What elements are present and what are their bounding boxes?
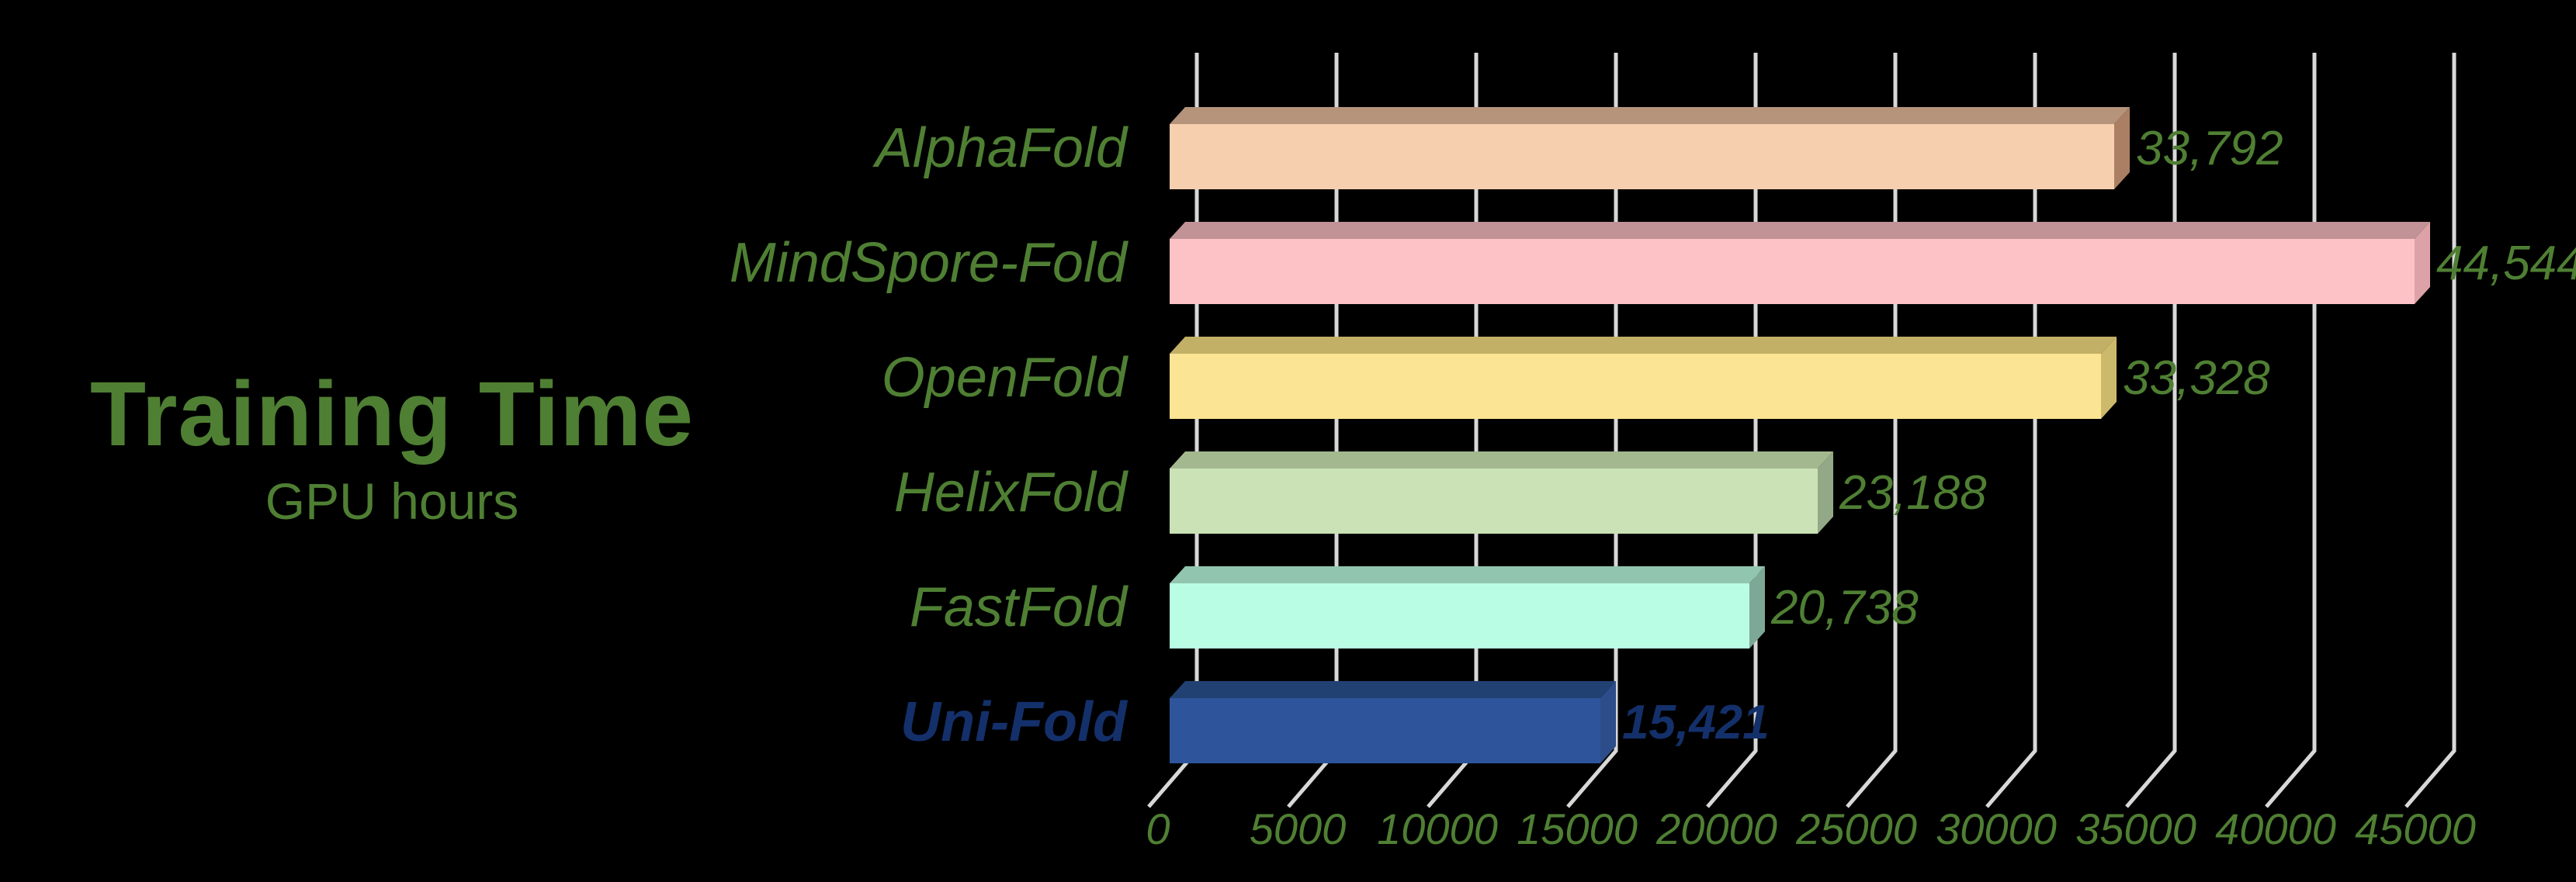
bar-side-face [2415,222,2430,304]
bar-front-face [1170,124,2114,189]
value-label: 33,328 [2123,351,2270,405]
value-label: 33,792 [2136,121,2283,175]
bar-side-face [1818,451,1833,534]
category-label: MindSpore-Fold [729,232,1127,294]
bar-side-face [1600,681,1616,763]
bar-side-face [2114,107,2130,189]
x-axis-tick-label: 5000 [1249,804,1347,853]
chart-subtitle: GPU hours [265,472,519,531]
bar-top-face [1170,566,1765,583]
title-block: Training Time GPU hours [31,363,753,530]
bar-top-face [1170,107,2130,124]
value-label: 44,544 [2436,236,2576,290]
x-axis-tick-label: 25000 [1796,804,1917,853]
bar-top-face [1170,337,2117,354]
category-label: FastFold [909,576,1127,638]
x-axis-tick-label: 35000 [2075,804,2196,853]
bar-front-face [1170,354,2101,419]
x-axis-tick-label: 30000 [1936,804,2057,853]
chart-title: Training Time [90,363,694,465]
category-label: Uni-Fold [900,691,1127,753]
bar-side-face [1749,566,1765,649]
x-axis-tick-label: 40000 [2215,804,2336,853]
bar-front-face [1170,583,1749,649]
bar-front-face [1170,698,1600,763]
category-label: AlphaFold [875,117,1127,179]
x-axis-tick-label: 20000 [1656,804,1777,853]
value-label: 15,421 [1622,695,1770,749]
value-label: 23,188 [1839,465,1987,520]
bar-top-face [1170,451,1833,469]
x-axis-tick-label: 0 [1146,804,1170,853]
gridline [2404,53,2456,808]
bar-front-face [1170,469,1818,534]
x-axis-tick-label: 15000 [1517,804,1638,853]
bar-top-face [1170,222,2430,239]
x-axis-tick-label: 10000 [1377,804,1498,853]
bar-side-face [2101,337,2117,419]
bar-front-face [1170,239,2415,304]
category-label: HelixFold [893,462,1127,524]
category-label: OpenFold [881,347,1127,409]
value-label: 20,738 [1771,580,1919,635]
bar-top-face [1170,681,1616,698]
x-axis-tick-label: 45000 [2355,804,2476,853]
